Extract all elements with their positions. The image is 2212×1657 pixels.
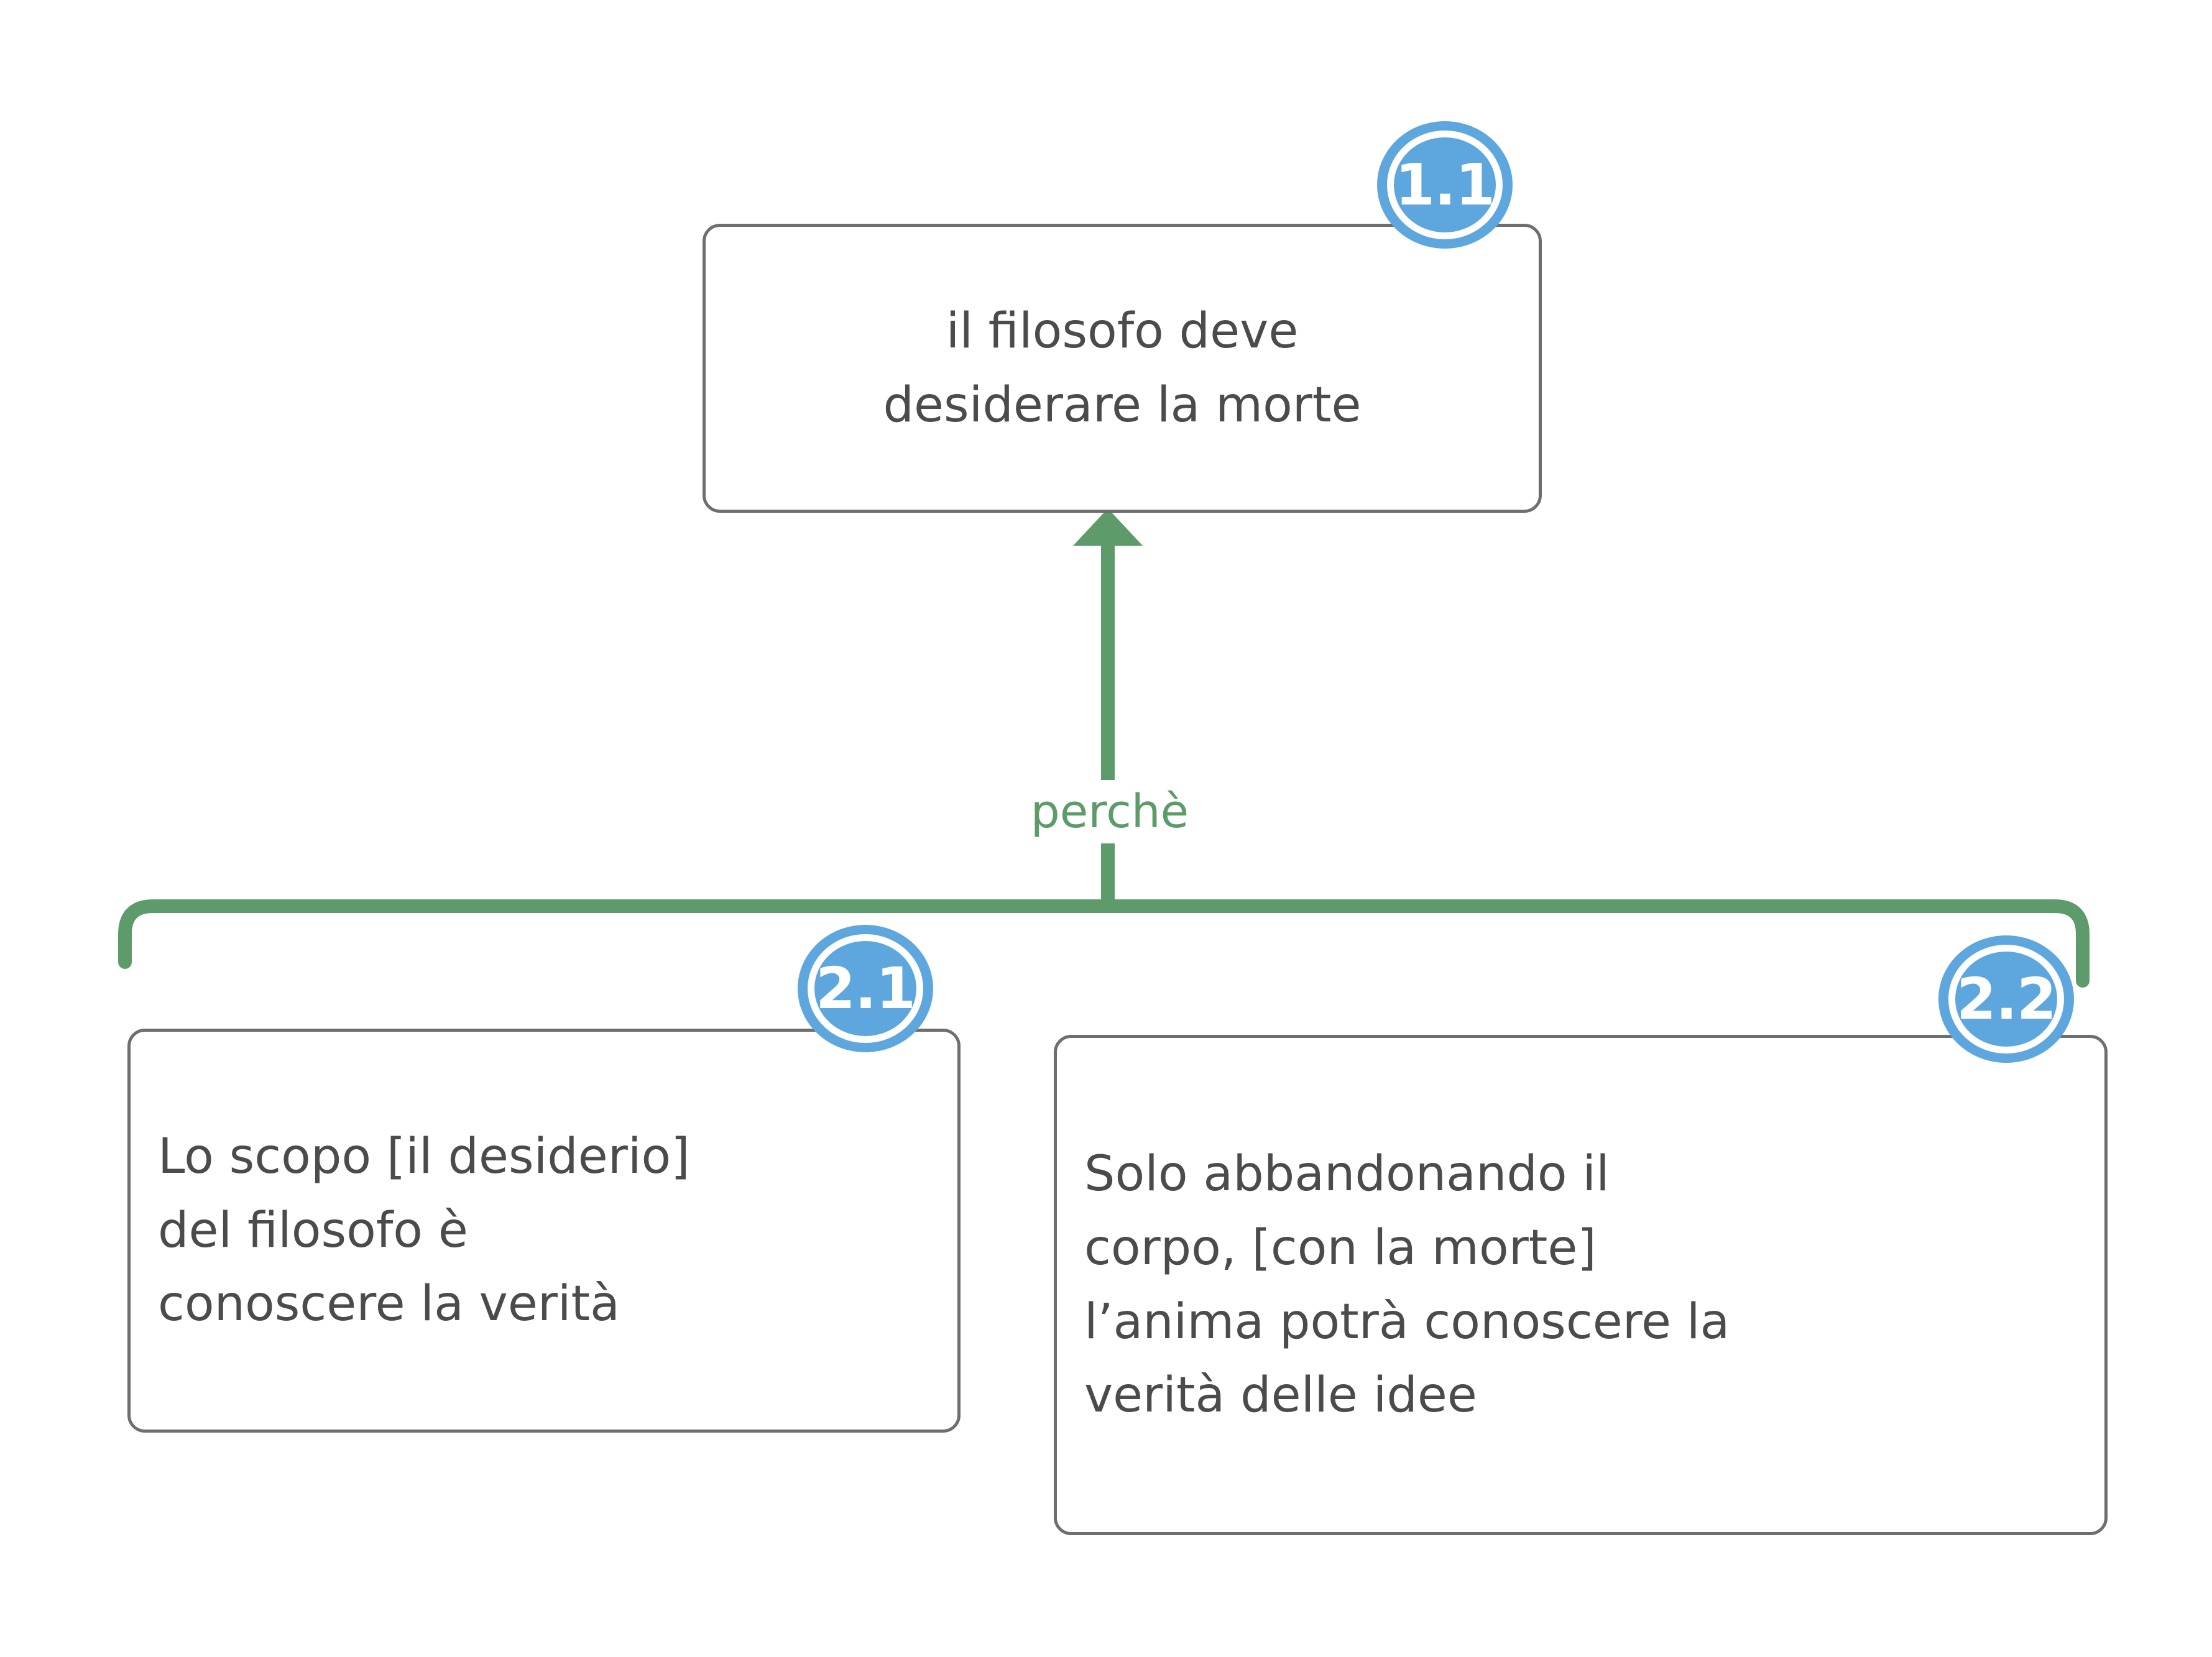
node-box-2-2[interactable]: Solo abbandonando il corpo, [con la mort… [1054,1035,2108,1535]
badge-label-2-1: 2.1 [816,955,916,1022]
node-box-2-1[interactable]: Lo scopo [il desiderio] del filosofo è c… [127,1029,961,1433]
node-text-1-1: il filosofo deve desiderare la morte [883,303,1362,433]
badge-1-1[interactable]: 1.1 [1377,121,1513,249]
badge-2-1[interactable]: 2.1 [798,925,933,1052]
node-text-2-1: Lo scopo [il desiderio] del filosofo è c… [158,1129,690,1333]
bracket-path [118,899,2090,988]
relation-label: perchè [995,780,1225,843]
arrow-head-wing-icon [1073,508,1143,546]
node-text-2-2: Solo abbandonando il corpo, [con la mort… [1084,1146,1730,1424]
badge-label-2-2: 2.2 [1956,965,2057,1032]
badge-2-2[interactable]: 2.2 [1938,935,2074,1063]
node-box-1-1[interactable]: il filosofo deve desiderare la morte [703,224,1542,513]
badge-label-1-1: 1.1 [1395,151,1495,218]
